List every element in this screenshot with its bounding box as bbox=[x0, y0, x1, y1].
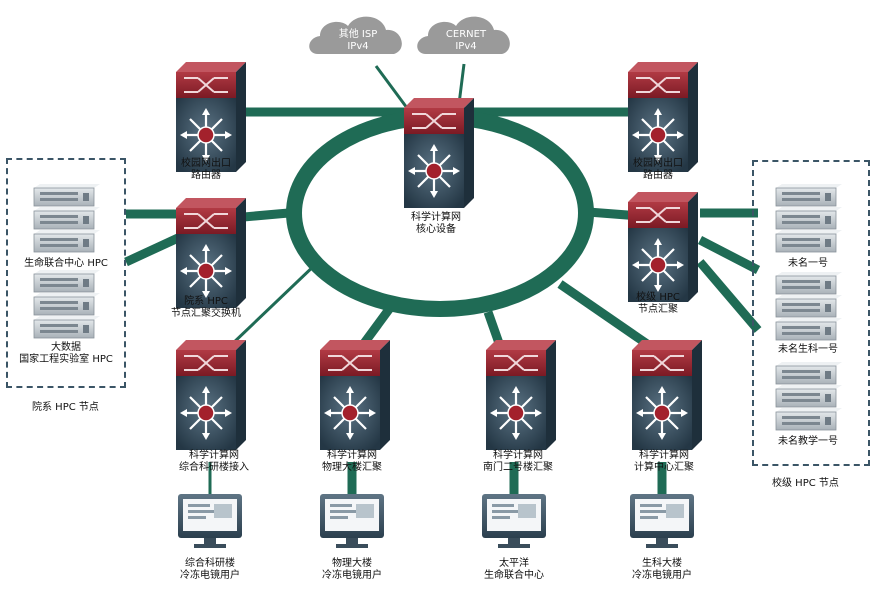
access-4-label: 科学计算网计算中心汇聚 bbox=[634, 450, 694, 473]
right-hpc-group-box bbox=[752, 160, 870, 466]
access-switch-3-icon bbox=[484, 338, 558, 452]
terminal-4-label: 生科大楼冷冻电镜用户 bbox=[632, 558, 692, 581]
link-isp-core bbox=[374, 65, 412, 113]
cloud-cernet-line1: CERNET bbox=[446, 29, 487, 40]
cloud-isp-line2: IPv4 bbox=[347, 41, 368, 52]
router-left-icon bbox=[174, 60, 248, 174]
access-switch-4-icon bbox=[630, 338, 704, 452]
core-switch-label: 科学计算网核心设备 bbox=[411, 212, 461, 235]
campus-agg-switch-icon bbox=[626, 190, 700, 304]
left-server-1-label: 生命联合中心 HPC bbox=[24, 258, 108, 269]
cloud-isp-line1: 其他 ISP bbox=[339, 27, 378, 40]
monitor-2-icon bbox=[320, 494, 384, 548]
core-switch-icon bbox=[402, 96, 476, 210]
access-2-label: 科学计算网物理大楼汇聚 bbox=[322, 450, 382, 473]
link-access-2 bbox=[358, 305, 394, 349]
monitor-4-icon bbox=[630, 494, 694, 548]
link-left-servers-2 bbox=[124, 233, 180, 267]
link-access-1 bbox=[228, 260, 320, 348]
link-right-server-3 bbox=[696, 259, 762, 333]
access-switch-2-icon bbox=[318, 338, 392, 452]
monitor-3-icon bbox=[482, 494, 546, 548]
terminal-3-label: 太平洋生命联合中心 bbox=[484, 558, 544, 581]
terminal-2-label: 物理大楼冷冻电镜用户 bbox=[322, 558, 382, 581]
cloud-cernet: CERNET IPv4 bbox=[417, 16, 510, 54]
left-hpc-group-box bbox=[6, 158, 126, 388]
access-1-label: 科学计算网综合科研楼接入 bbox=[179, 450, 249, 473]
left-server-2-label: 大数据国家工程实验室 HPC bbox=[19, 342, 113, 365]
cloud-cernet-line2: IPv4 bbox=[455, 41, 476, 52]
terminal-1-label: 综合科研楼冷冻电镜用户 bbox=[180, 558, 240, 581]
link-access-4 bbox=[557, 280, 653, 350]
right-hpc-group-label: 校级 HPC 节点 bbox=[772, 478, 839, 489]
access-3-label: 科学计算网南门二号楼汇聚 bbox=[483, 450, 553, 473]
router-right-icon bbox=[626, 60, 700, 174]
router-right-label: 校园网出口路由器 bbox=[633, 158, 683, 181]
access-switch-1-icon bbox=[174, 338, 248, 452]
right-server-1-label: 未名一号 bbox=[788, 258, 828, 269]
router-left-label: 校园网出口路由器 bbox=[181, 158, 231, 181]
right-server-2-label: 未名生科一号 bbox=[778, 344, 838, 355]
right-server-3-label: 未名教学一号 bbox=[778, 436, 838, 447]
left-hpc-group-label: 院系 HPC 节点 bbox=[32, 402, 99, 413]
cloud-isp: 其他 ISP IPv4 bbox=[309, 16, 402, 54]
dept-agg-switch-icon bbox=[174, 196, 248, 310]
monitor-1-icon bbox=[178, 494, 242, 548]
link-right-server-2 bbox=[697, 236, 761, 274]
